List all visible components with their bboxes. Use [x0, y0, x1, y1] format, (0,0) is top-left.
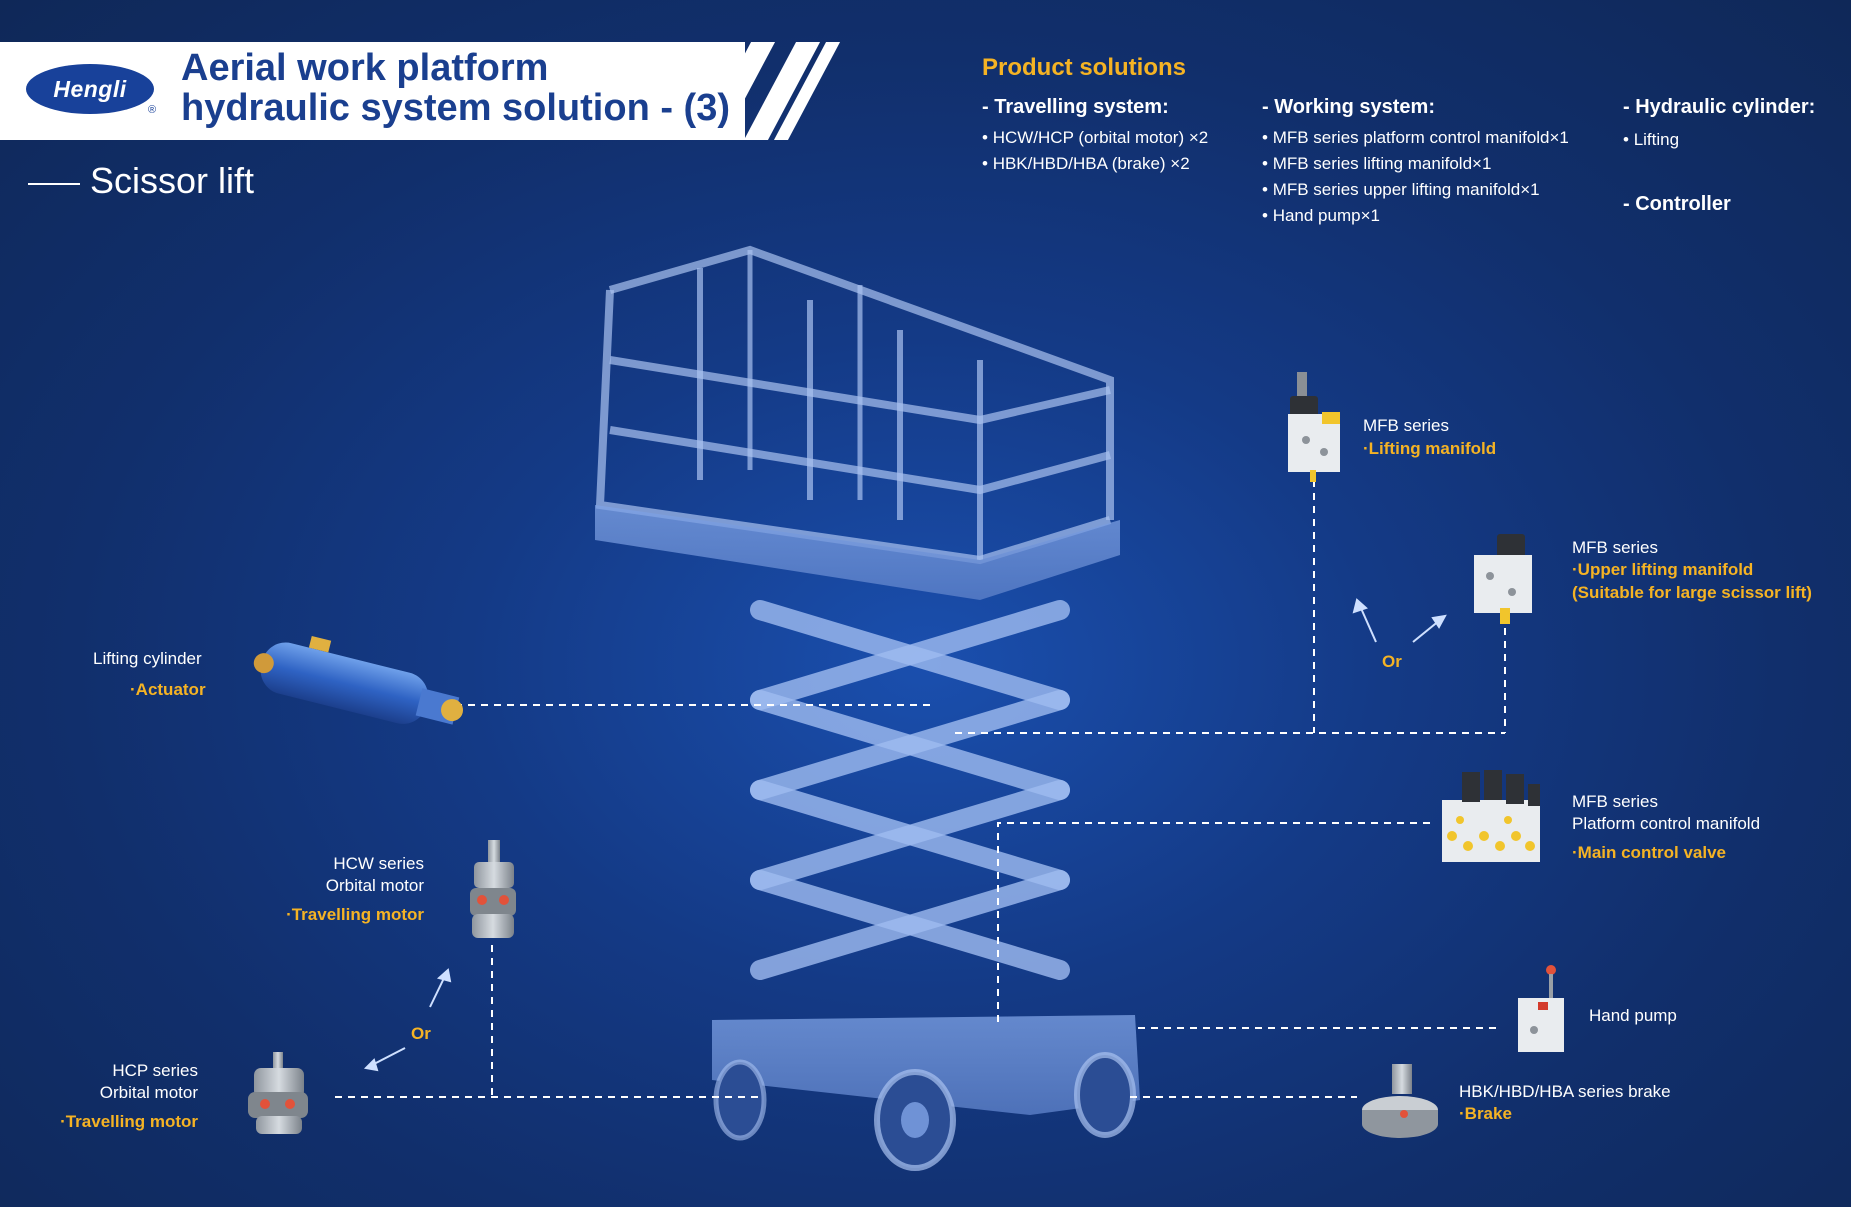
or-label-left: Or [411, 1024, 431, 1043]
logo-registered-mark: ® [148, 104, 157, 116]
mfb-upper-series-label: MFB series [1572, 538, 1658, 557]
or-label-right: Or [1382, 652, 1402, 671]
mfb-platform-role: ·Main control valve [1572, 843, 1726, 862]
travelling-list: HCW/HCP (orbital motor) ×2 HBK/HBD/HBA (… [982, 125, 1209, 177]
mfb-lifting-series-label: MFB series [1363, 416, 1449, 435]
subtitle-dash [28, 183, 80, 185]
hcw-type-label: Orbital motor [325, 876, 424, 895]
lift-chassis [712, 1015, 1140, 1115]
mfb-platform-type-label: Platform control manifold [1572, 814, 1761, 833]
list-item: Lifting [1623, 127, 1815, 153]
connector-lines [335, 480, 1506, 1098]
cylinder-heading: - Hydraulic cylinder: [1623, 96, 1816, 118]
list-item: Hand pump×1 [1262, 203, 1569, 229]
hcp-role: ·Travelling motor [60, 1112, 198, 1131]
page-title: Aerial work platform hydraulic system so… [181, 48, 741, 128]
mfb-lifting-manifold-image [1288, 372, 1340, 482]
list-item: MFB series lifting manifold×1 [1262, 151, 1569, 177]
scissor-lift-illustration [595, 245, 1114, 565]
logo [26, 64, 154, 114]
hcw-role: ·Travelling motor [286, 905, 424, 924]
hcw-motor-image [470, 840, 516, 938]
hydraulic-cylinder: - Hydraulic cylinder: Lifting [1623, 96, 1815, 153]
title-line-1: Aerial work platform [181, 47, 549, 89]
travelling-system: - Travelling system: HCW/HCP (orbital mo… [982, 96, 1208, 177]
mfb-upper-manifold-image [1474, 534, 1532, 624]
controller-heading: - Controller [1623, 193, 1731, 215]
or-arrows [363, 598, 1447, 1072]
working-system: - Working system: MFB series platform co… [1262, 96, 1569, 229]
list-item: HBK/HBD/HBA (brake) ×2 [982, 151, 1208, 177]
cylinder-list: Lifting [1623, 127, 1815, 153]
hand-pump-label: Hand pump [1589, 1006, 1677, 1025]
scissor-arms [750, 600, 1070, 980]
brake-image [1362, 1064, 1438, 1138]
hcp-type-label: Orbital motor [99, 1083, 198, 1102]
lift-wheels [713, 1052, 1136, 1171]
platform-deck [595, 505, 1120, 600]
mfb-upper-role: ·Upper lifting manifold [1572, 560, 1754, 579]
mfb-lifting-role: ·Lifting manifold [1363, 439, 1497, 458]
working-list: MFB series platform control manifold×1 M… [1262, 125, 1569, 229]
lifting-cylinder-label: Lifting cylinder [93, 649, 202, 668]
hcp-series-label: HCP series [112, 1061, 198, 1080]
brake-role: ·Brake [1459, 1104, 1512, 1123]
working-heading: - Working system: [1262, 96, 1435, 118]
mfb-platform-series-label: MFB series [1572, 792, 1658, 811]
hcw-series-label: HCW series [333, 854, 424, 873]
product-solutions-heading: Product solutions [982, 54, 1186, 81]
lifting-cylinder-role: ·Actuator [130, 680, 206, 699]
mfb-upper-note: (Suitable for large scissor lift) [1572, 583, 1812, 602]
travelling-heading: - Travelling system: [982, 96, 1169, 118]
brake-series-label: HBK/HBD/HBA series brake [1459, 1082, 1671, 1101]
title-line-2: hydraulic system solution - (3) [181, 87, 730, 129]
list-item: HCW/HCP (orbital motor) ×2 [982, 125, 1209, 151]
hcp-motor-image [248, 1052, 308, 1134]
page-subtitle: Scissor lift [90, 160, 255, 201]
lifting-cylinder-image [253, 635, 464, 725]
list-item: MFB series platform control manifold×1 [1262, 125, 1569, 151]
list-item: MFB series upper lifting manifold×1 [1262, 177, 1569, 203]
hand-pump-image [1518, 965, 1564, 1052]
logo-text: Hengli [53, 76, 127, 102]
mfb-platform-manifold-image [1442, 770, 1540, 862]
